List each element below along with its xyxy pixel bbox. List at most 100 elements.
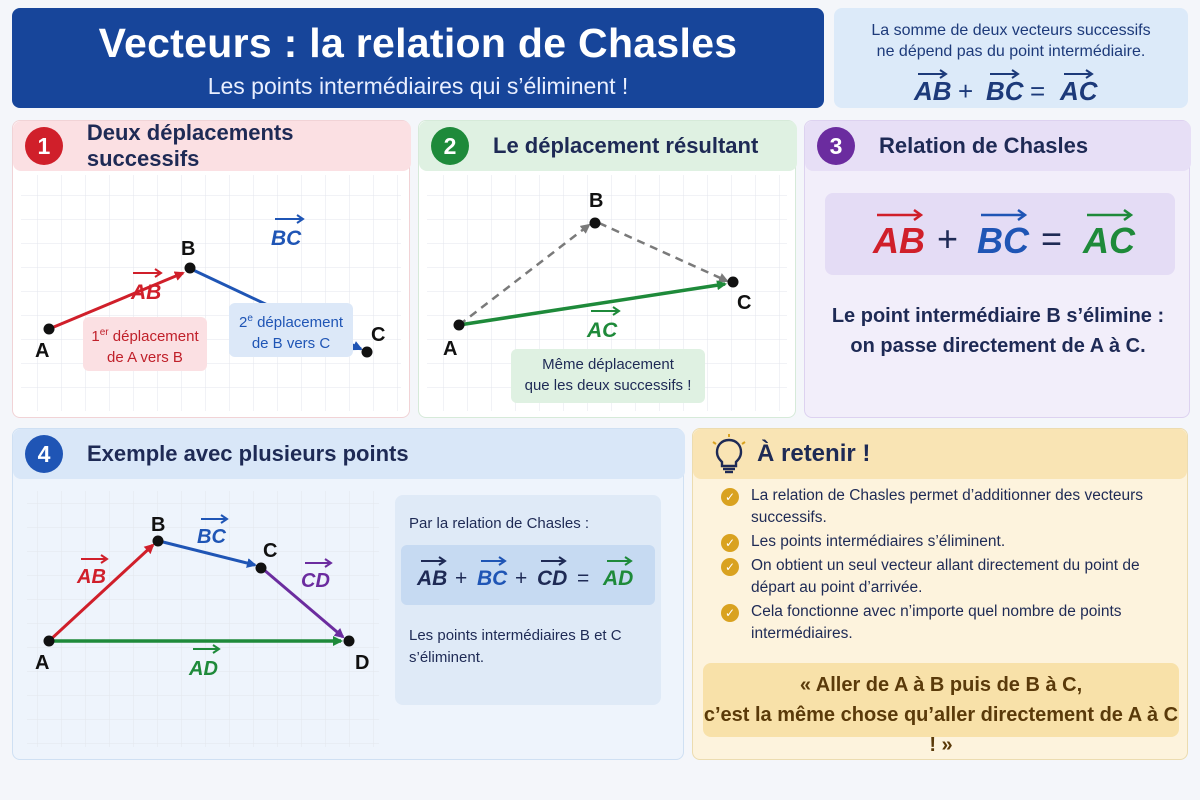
takeaways-header: À retenir ! bbox=[693, 429, 1187, 479]
takeaway-text: On obtient un seul vecteur allant direct… bbox=[751, 557, 1140, 596]
vector-ac-arrow bbox=[458, 280, 727, 327]
note2-number: 2 bbox=[239, 314, 248, 331]
label-b: B bbox=[181, 238, 195, 260]
panel-key-takeaways: À retenir ! ✓La relation de Chasles perm… bbox=[692, 428, 1188, 760]
chasles-equation-box: AB + BC = AC bbox=[825, 193, 1175, 275]
panel-1-title: Deux déplacements successifs bbox=[86, 120, 294, 171]
ex-plus-2: + bbox=[515, 567, 527, 590]
label-d: D bbox=[355, 652, 369, 674]
summary-line-2: ne dépend pas du point intermédiaire. bbox=[876, 43, 1146, 60]
eq-vec-ab: AB bbox=[872, 220, 925, 261]
explanation-line-1: Le point intermédiaire B s’élimine : bbox=[831, 305, 1165, 327]
panel-2-header: 2 Le déplacement résultant bbox=[419, 121, 797, 171]
panel-3-header: 3 Relation de Chasles bbox=[805, 121, 1191, 171]
note1-number: 1 bbox=[91, 328, 100, 345]
eq-equals: = bbox=[1041, 218, 1062, 259]
summary-equals: = bbox=[1030, 76, 1045, 106]
point-d bbox=[343, 635, 355, 647]
example-equation: AB + BC + CD = AD bbox=[416, 556, 633, 590]
eq-vec-ac: AC bbox=[1082, 220, 1136, 261]
takeaway-item: ✓Cela fonctionne avec n’importe quel nom… bbox=[721, 601, 1161, 645]
panel-1-diagram: A B C AB BC bbox=[21, 175, 401, 411]
page-title: Vecteurs : la relation de Chasles bbox=[98, 20, 738, 66]
point-c bbox=[727, 276, 739, 288]
lightbulb-icon bbox=[712, 434, 746, 474]
label-vec-ab: AB bbox=[130, 281, 161, 304]
explanation-line-2: on passe directement de A à C. bbox=[850, 335, 1146, 357]
check-icon: ✓ bbox=[721, 604, 739, 622]
label-vec-ac: AC bbox=[586, 319, 618, 342]
quote-line-2: c’est la même chose qu’aller directement… bbox=[703, 704, 1179, 756]
dashed-bc-arrow bbox=[598, 221, 729, 283]
note-line1: Même déplacement bbox=[542, 356, 674, 373]
panel-1-header: 1 Deux déplacements successifs bbox=[13, 120, 411, 171]
example-conclusion: Les points intermédiaires B et C s’élimi… bbox=[409, 625, 622, 669]
panel-2-title: Le déplacement résultant bbox=[493, 133, 759, 158]
panel-4-diagram: A B C D AB BC CD AD bbox=[27, 491, 379, 747]
check-icon: ✓ bbox=[721, 534, 739, 552]
summary-vec-ac: AC bbox=[1059, 76, 1099, 106]
takeaway-text: Les points intermédiaires s’éliminent. bbox=[751, 533, 1006, 550]
takeaway-item: ✓La relation de Chasles permet d’additio… bbox=[721, 485, 1161, 529]
conclusion-line-1: Les points intermédiaires B et C bbox=[409, 627, 622, 644]
point-c bbox=[361, 346, 373, 358]
point-a bbox=[43, 635, 55, 647]
vector-ab-arrow bbox=[48, 271, 185, 331]
summary-box: La somme de deux vecteurs successifs ne … bbox=[834, 8, 1188, 108]
point-a bbox=[43, 323, 55, 335]
takeaway-item: ✓ On obtient un seul vecteur allant direc… bbox=[721, 555, 1161, 599]
summary-plus: + bbox=[958, 76, 973, 106]
example-lead: Par la relation de Chasles : bbox=[409, 515, 590, 532]
note-first-move: 1er déplacement de A vers B bbox=[83, 317, 207, 371]
note1-line1: déplacement bbox=[108, 328, 199, 345]
note2-line2: de B vers C bbox=[251, 335, 331, 352]
label-a: A bbox=[35, 652, 49, 674]
panel-chasles-relation: 3 Relation de Chasles AB + BC = AC Le po… bbox=[804, 120, 1191, 418]
page-subtitle: Les points intermédiaires qui s’éliminen… bbox=[207, 73, 629, 99]
ex-vec-ab: AB bbox=[416, 567, 447, 590]
panel-2-number: 2 bbox=[431, 127, 469, 165]
summary-vec-ab: AB bbox=[913, 76, 952, 106]
label-b: B bbox=[151, 514, 165, 536]
summary-line-1: La somme de deux vecteurs successifs bbox=[871, 22, 1151, 39]
example-equation-box: AB + BC + CD = AD bbox=[401, 545, 655, 605]
point-c bbox=[255, 562, 267, 574]
ex-vec-cd: CD bbox=[537, 567, 567, 590]
summary-vec-bc: BC bbox=[986, 76, 1025, 106]
note-line2: que les deux successifs ! bbox=[524, 377, 692, 394]
label-vec-bc: BC bbox=[197, 526, 226, 548]
label-c: C bbox=[371, 324, 385, 346]
note-same-move: Même déplacement que les deux successifs… bbox=[511, 349, 705, 403]
note1-sup: er bbox=[99, 327, 109, 338]
vector-cd-arrow bbox=[262, 567, 345, 639]
quote-line-1: « Aller de A à B puis de B à C, bbox=[799, 674, 1083, 696]
ex-vec-ad: AD bbox=[602, 567, 633, 590]
title-banner: Vecteurs : la relation de Chasles Les po… bbox=[12, 8, 824, 108]
vector-ab-arrow bbox=[47, 543, 155, 643]
note2-line1: déplacement bbox=[252, 314, 343, 331]
check-icon: ✓ bbox=[721, 488, 739, 506]
label-vec-ab: AB bbox=[76, 566, 106, 588]
eq-plus: + bbox=[937, 218, 958, 259]
label-c: C bbox=[263, 540, 277, 562]
label-c: C bbox=[737, 292, 751, 314]
panel-1-number: 1 bbox=[25, 127, 63, 165]
label-vec-bc: BC bbox=[271, 227, 302, 250]
conclusion-line-2: s’éliminent. bbox=[409, 649, 485, 666]
ex-plus-1: + bbox=[455, 567, 467, 590]
note2-sup: e bbox=[247, 313, 253, 324]
takeaways-title: À retenir ! bbox=[757, 440, 871, 467]
panel-resulting-move: 2 Le déplacement résultant A B C AC Même… bbox=[418, 120, 797, 418]
panel-3-title: Relation de Chasles bbox=[879, 133, 1089, 158]
note-second-move: 2e déplacement de B vers C bbox=[229, 303, 353, 357]
takeaway-item: ✓ Les points intermédiaires s’éliminent. bbox=[721, 531, 1161, 553]
note1-line2: de A vers B bbox=[107, 349, 183, 366]
vector-bc-arrow bbox=[158, 539, 257, 568]
example-explanation-box: Par la relation de Chasles : AB + BC + C… bbox=[395, 495, 661, 705]
point-b bbox=[184, 262, 196, 274]
ex-vec-bc: BC bbox=[477, 567, 508, 590]
check-icon: ✓ bbox=[721, 558, 739, 576]
panel-4-number: 4 bbox=[25, 435, 63, 473]
panel-4-header: 4 Exemple avec plusieurs points bbox=[13, 429, 685, 479]
eq-vec-bc: BC bbox=[977, 220, 1030, 261]
